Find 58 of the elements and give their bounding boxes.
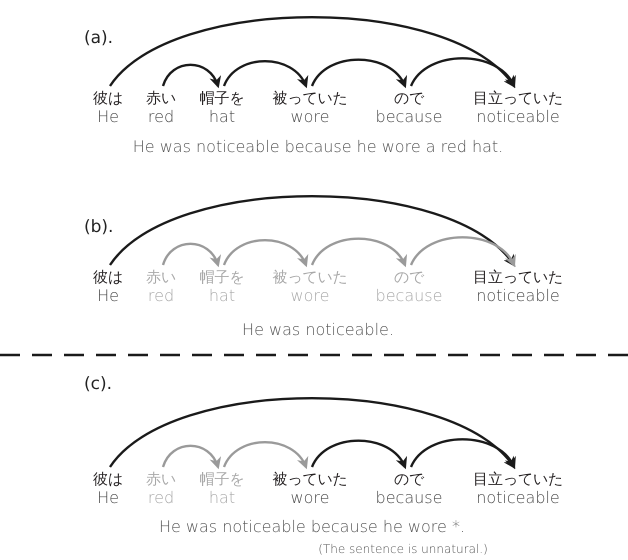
english-gloss: because (376, 286, 442, 305)
japanese-word: ので (393, 470, 426, 488)
japanese-word: 帽子を (200, 470, 244, 488)
arrow (162, 444, 220, 470)
english-gloss: red (146, 286, 176, 305)
japanese-word: 彼は (93, 89, 123, 107)
arrow (410, 438, 516, 470)
arrow (162, 242, 220, 268)
arrow (310, 439, 406, 470)
arrow (162, 64, 220, 88)
english-gloss: noticeable (475, 286, 561, 305)
panel-label: (a). (84, 28, 114, 48)
arrow (410, 236, 516, 268)
japanese-word: 目立っていた (473, 89, 563, 107)
english-gloss: noticeable (475, 107, 561, 126)
japanese-word: 被っていた (272, 470, 348, 488)
arrow (222, 238, 308, 268)
japanese-word: 赤い (146, 268, 176, 286)
japanese-word: 帽子を (200, 268, 244, 286)
panel-label: (c). (84, 374, 112, 394)
english-gloss: red (146, 488, 176, 507)
english-gloss: because (376, 488, 442, 507)
english-gloss: because (376, 107, 442, 126)
arrow (222, 440, 308, 470)
english-gloss: He (96, 488, 120, 507)
translation-sentence: He was noticeable because he wore a red hat. (132, 137, 504, 156)
arrow (222, 60, 308, 88)
translation-sentence: He was noticeable because he wore *. (158, 517, 466, 536)
english-gloss: noticeable (475, 488, 561, 507)
english-gloss: wore (290, 286, 330, 305)
japanese-word: 被っていた (272, 89, 348, 107)
english-gloss: He (96, 286, 120, 305)
arrow (109, 397, 516, 469)
japanese-word: ので (393, 89, 426, 107)
japanese-word: 被っていた (272, 268, 348, 286)
english-gloss: hat (208, 107, 236, 126)
english-gloss: wore (290, 488, 330, 507)
english-gloss: He (96, 107, 120, 126)
english-gloss: wore (290, 107, 330, 126)
japanese-word: 赤い (146, 89, 176, 107)
arrow (310, 237, 406, 268)
japanese-word: 赤い (146, 470, 176, 488)
japanese-word: ので (393, 268, 426, 286)
translation-sentence: He was noticeable. (242, 320, 394, 339)
arrow (109, 195, 516, 267)
arrow (310, 58, 406, 88)
english-gloss: hat (208, 286, 236, 305)
english-gloss: hat (208, 488, 236, 507)
note-text: (The sentence is unnatural.) (318, 542, 488, 556)
japanese-word: 目立っていた (473, 268, 563, 286)
arrow (410, 57, 516, 88)
arrow (109, 16, 516, 88)
japanese-word: 彼は (93, 268, 123, 286)
panel-label: (b). (84, 217, 114, 237)
japanese-word: 彼は (93, 470, 123, 488)
japanese-word: 帽子を (200, 89, 244, 107)
english-gloss: red (146, 107, 176, 126)
japanese-word: 目立っていた (473, 470, 563, 488)
